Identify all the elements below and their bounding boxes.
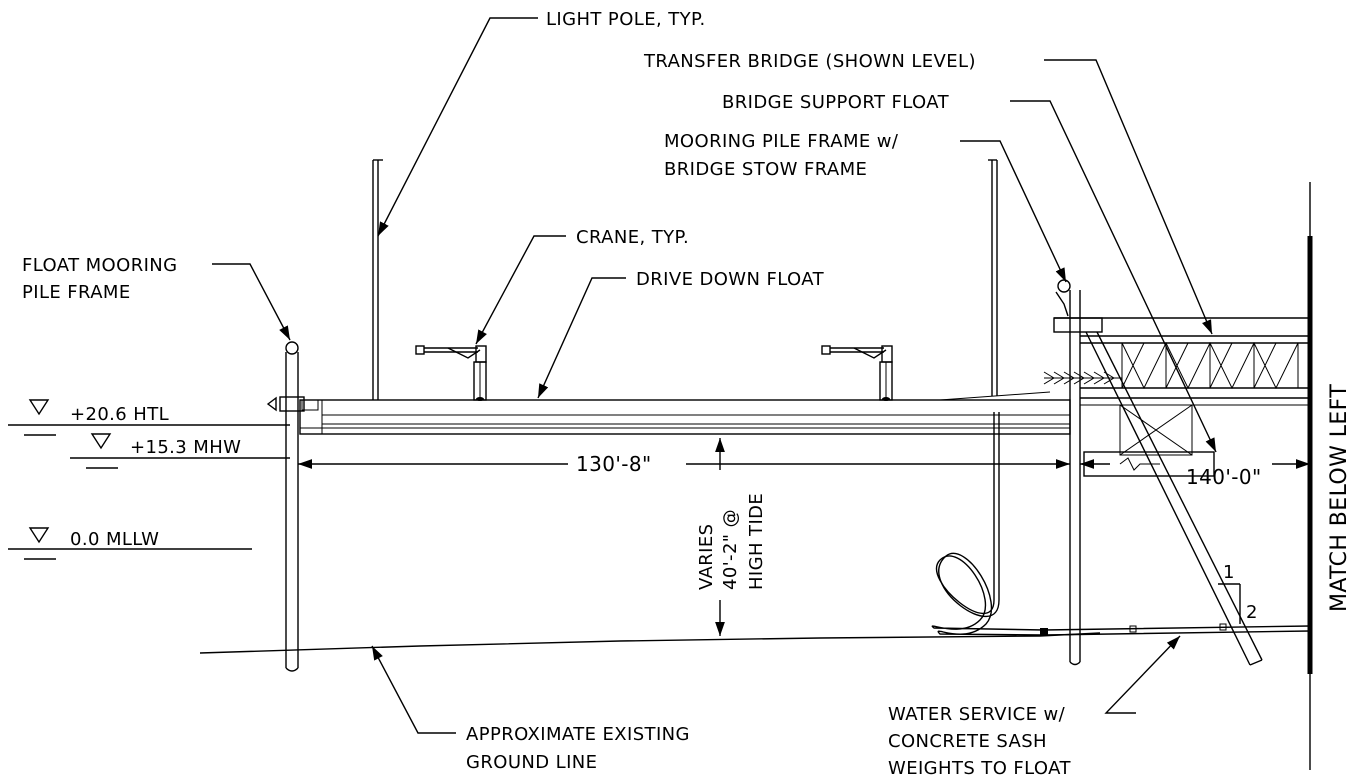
crane-label: CRANE, TYP. [576,227,689,248]
water-level-mllw: 0.0 MLLW [8,527,252,560]
light-pole-label: LIGHT POLE, TYP. [546,9,706,30]
water-level-mhw: +15.3 MHW [70,433,290,469]
leader-float-mooring [212,263,291,341]
dimension-depth: VARIES 40'-2" @ HIGH TIDE [696,438,767,636]
dimension-bridge-length: 140'-0" [1080,459,1310,489]
mooring-pile-frame-label-1: MOORING PILE FRAME w/ [664,131,899,152]
ground-line-label-2: GROUND LINE [466,752,597,773]
depth-line-2: 40'-2" @ [720,509,741,590]
mooring-pile-frame-label-2: BRIDGE STOW FRAME [664,159,867,180]
transfer-bridge-label: TRANSFER BRIDGE (SHOWN LEVEL) [643,51,976,72]
bridge-support-float-label: BRIDGE SUPPORT FLOAT [722,92,950,113]
mhw-label: +15.3 MHW [130,437,241,458]
crane-left [415,345,487,401]
mooring-pile-frame [1053,279,1103,666]
leader-mooring-pile-frame [960,140,1067,283]
water-service-label-3: WEIGHTS TO FLOAT [888,758,1071,779]
dimension-float-length: 130'-8" [298,452,1070,476]
depth-line-1: VARIES [696,524,717,591]
float-length-text: 130'-8" [576,452,652,476]
float-mooring-label-2: PILE FRAME [22,282,131,303]
leader-water-service [1104,635,1181,714]
crane-right [821,345,893,401]
drive-down-float-label: DRIVE DOWN FLOAT [636,269,825,290]
drive-down-float [299,391,1071,435]
leader-ground-line [371,645,456,734]
ground-line [199,632,1101,654]
leader-crane [475,235,566,345]
transfer-bridge [1043,317,1310,406]
slope-run: 2 [1246,602,1258,623]
match-line: MATCH BELOW LEFT [1307,182,1352,770]
slope-rise: 1 [1223,562,1235,583]
float-mooring-label-1: FLOAT MOORING [22,255,178,276]
match-line-label: MATCH BELOW LEFT [1327,384,1352,612]
slope-indicator: 1 2 [1218,562,1258,624]
light-pole-right [988,159,998,396]
leader-drive-down-float [537,277,626,399]
bridge-length-text: 140'-0" [1186,465,1262,489]
leader-transfer-bridge [1044,59,1213,335]
depth-line-3: HIGH TIDE [746,493,767,590]
water-level-htl: +20.6 HTL [8,399,290,436]
leader-bridge-support-float [1010,100,1217,453]
ground-line-label-1: APPROXIMATE EXISTING [466,724,690,745]
light-pole-left [372,159,383,400]
float-mooring-pile [266,341,319,672]
water-service-hose [931,412,1311,636]
water-service-label-2: CONCRETE SASH [888,731,1047,752]
leader-light-pole [377,17,538,237]
water-service-label-1: WATER SERVICE w/ [888,704,1066,725]
htl-label: +20.6 HTL [70,404,169,425]
mllw-label: 0.0 MLLW [70,529,159,550]
inclined-pile [1085,331,1263,666]
